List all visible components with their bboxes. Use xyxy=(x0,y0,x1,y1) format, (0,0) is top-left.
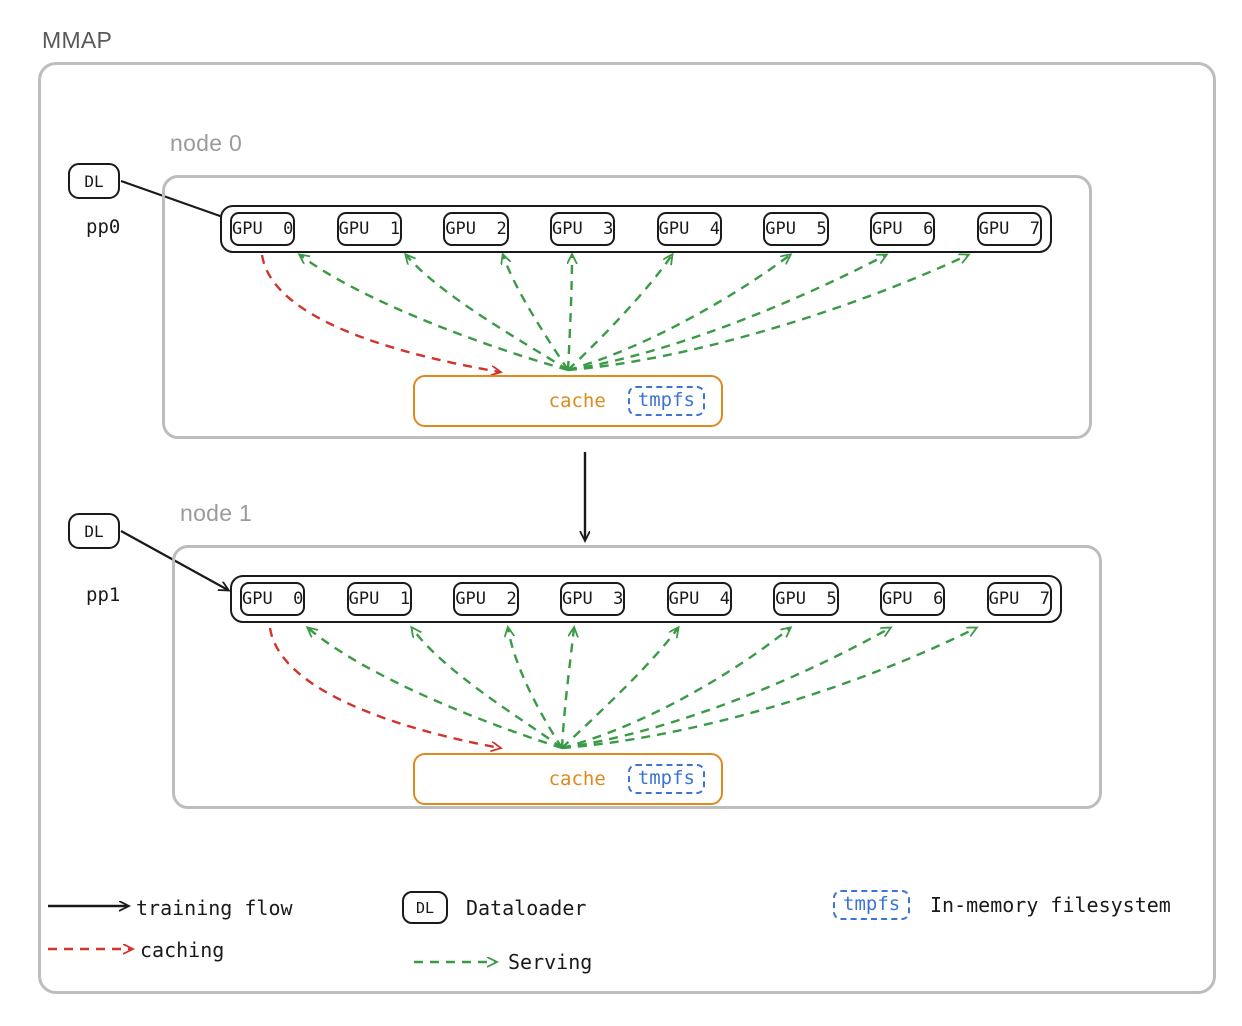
pipeline-label-pp1: pp1 xyxy=(86,584,121,606)
legend-dataloader-icon: DL xyxy=(402,891,448,924)
gpu-chip-1-3[interactable]: GPU 3 xyxy=(559,582,626,616)
diagram-outer-frame xyxy=(38,62,1216,994)
node-label-0: node 0 xyxy=(170,130,243,156)
pipeline-label-pp0: pp0 xyxy=(86,216,121,238)
gpu-chip-1-0[interactable]: GPU 0 xyxy=(240,582,306,616)
legend-label-serving: Serving xyxy=(508,950,593,974)
legend-label-caching: caching xyxy=(140,938,225,962)
legend-tmpfs-icon: tmpfs xyxy=(833,890,911,920)
gpu-chip-1-7[interactable]: GPU 7 xyxy=(986,582,1053,616)
page-title: MMAP xyxy=(42,27,113,53)
dataloader-box-node0[interactable]: DL xyxy=(68,163,120,199)
gpu-chip-0-6[interactable]: GPU 6 xyxy=(869,212,936,246)
cache-box-node1[interactable]: cache tmpfs xyxy=(413,753,723,805)
gpu-chip-1-4[interactable]: GPU 4 xyxy=(666,582,733,616)
node-container-1 xyxy=(172,545,1102,809)
gpu-chip-0-1[interactable]: GPU 1 xyxy=(336,212,403,246)
cache-label-node1: cache xyxy=(548,768,606,790)
gpu-chip-0-7[interactable]: GPU 7 xyxy=(976,212,1043,246)
cache-box-node0[interactable]: cache tmpfs xyxy=(413,375,723,427)
legend-label-training-flow: training flow xyxy=(136,896,293,920)
cache-label-node0: cache xyxy=(548,390,606,412)
gpu-chip-1-6[interactable]: GPU 6 xyxy=(879,582,946,616)
gpu-rail-node1: GPU 0 GPU 1 GPU 2 GPU 3 GPU 4 GPU 5 GPU … xyxy=(230,575,1062,623)
gpu-chip-1-1[interactable]: GPU 1 xyxy=(346,582,413,616)
node-container-0 xyxy=(162,175,1092,439)
gpu-chip-0-5[interactable]: GPU 5 xyxy=(763,212,829,246)
gpu-chip-0-0[interactable]: GPU 0 xyxy=(230,212,296,246)
legend-label-dataloader: Dataloader xyxy=(466,896,587,920)
gpu-chip-0-3[interactable]: GPU 3 xyxy=(549,212,616,246)
node-label-1: node 1 xyxy=(180,500,253,526)
legend-dl-symbol: DL xyxy=(402,891,448,924)
tmpfs-badge-node0: tmpfs xyxy=(627,386,705,416)
gpu-chip-0-2[interactable]: GPU 2 xyxy=(443,212,509,246)
legend-label-tmpfs: In-memory filesystem xyxy=(930,893,1171,917)
gpu-rail-node0: GPU 0 GPU 1 GPU 2 GPU 3 GPU 4 GPU 5 GPU … xyxy=(220,205,1052,253)
gpu-chip-1-2[interactable]: GPU 2 xyxy=(453,582,519,616)
tmpfs-badge-node1: tmpfs xyxy=(627,764,705,794)
dataloader-box-node1[interactable]: DL xyxy=(68,513,120,549)
gpu-chip-1-5[interactable]: GPU 5 xyxy=(773,582,839,616)
gpu-chip-0-4[interactable]: GPU 4 xyxy=(656,212,723,246)
